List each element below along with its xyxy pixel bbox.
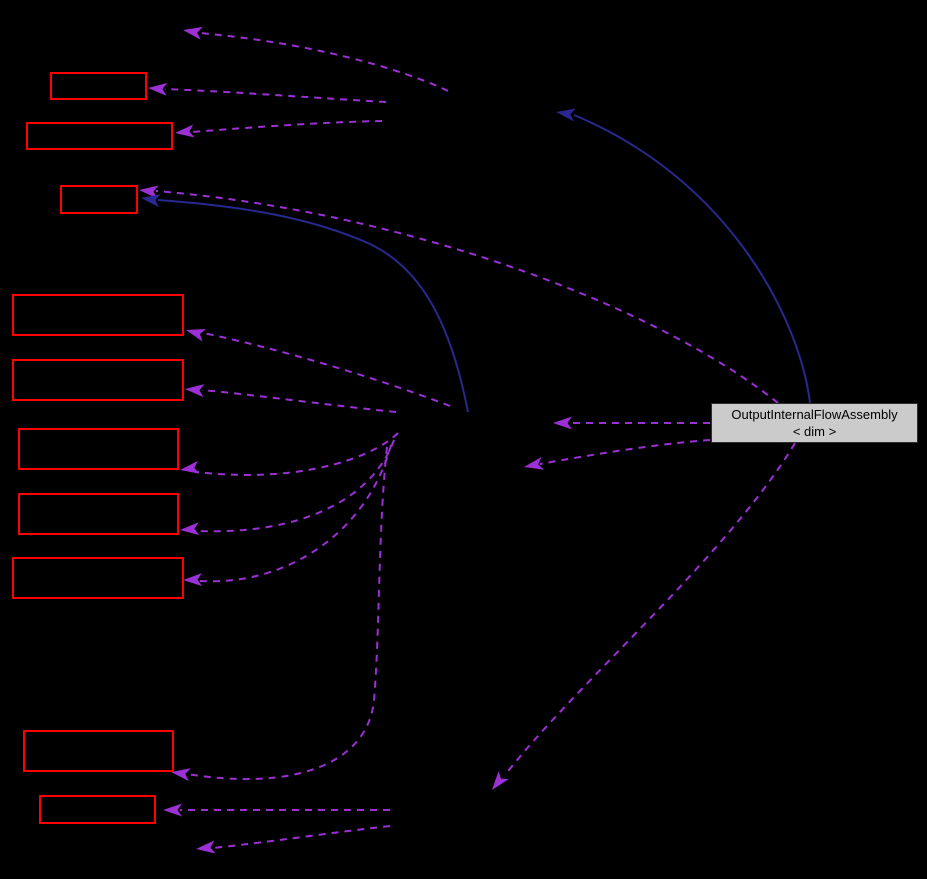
class-node-4[interactable] xyxy=(12,294,184,336)
usage-edge-node1 xyxy=(164,88,387,103)
usage-edge-top-offscreen xyxy=(199,32,449,92)
usage-arrowhead-midhub-1 xyxy=(553,416,572,430)
usage-edge-midhub-2 xyxy=(539,439,711,465)
usage-edge-node6 xyxy=(196,432,399,476)
inheritance-arrowhead-tophub xyxy=(554,105,576,122)
usage-edge-node4 xyxy=(202,332,451,407)
usage-edge-node5 xyxy=(201,389,397,413)
usage-arrowhead-node8 xyxy=(182,573,203,587)
class-node-9[interactable] xyxy=(23,730,174,772)
class-node-1[interactable] xyxy=(50,72,147,100)
usage-arrowhead-node1 xyxy=(147,81,168,96)
main-node-label: OutputInternalFlowAssembly xyxy=(731,407,898,422)
usage-edge-bottom-offscreen xyxy=(212,825,391,849)
class-node-3[interactable] xyxy=(60,185,138,214)
usage-arrowhead-node7 xyxy=(179,522,200,537)
usage-arrowhead-node10 xyxy=(163,803,182,817)
inheritance-edge-node3 xyxy=(157,199,469,413)
usage-edge-bottomhub xyxy=(504,442,796,776)
class-node-7[interactable] xyxy=(18,493,179,535)
usage-arrowhead-bottomhub xyxy=(486,771,509,795)
class-node-6[interactable] xyxy=(18,428,179,470)
truncated-class-nodes xyxy=(12,72,184,824)
usage-arrowhead-node2 xyxy=(174,124,195,140)
usage-arrowhead-bottom-offscreen xyxy=(195,840,216,856)
usage-arrowhead-node4 xyxy=(184,323,207,342)
usage-edge-node2 xyxy=(191,120,383,133)
class-node-8[interactable] xyxy=(12,557,184,599)
inheritance-edges xyxy=(140,105,811,413)
class-node-10[interactable] xyxy=(39,795,156,824)
usage-edge-node9 xyxy=(186,446,388,781)
usage-arrowhead-node6 xyxy=(179,460,200,477)
class-node-outputinternalflowassembly[interactable]: OutputInternalFlowAssembly < dim > xyxy=(711,403,918,443)
inheritance-edge-tophub xyxy=(573,114,811,404)
class-node-5[interactable] xyxy=(12,359,184,401)
usage-edge-node3 xyxy=(155,190,779,404)
usage-edge-node8 xyxy=(199,444,392,583)
usage-arrowhead-midhub-2 xyxy=(522,456,544,474)
main-node-sublabel: < dim > xyxy=(792,424,837,439)
class-node-2[interactable] xyxy=(26,122,173,150)
usage-arrowhead-top-offscreen xyxy=(181,23,203,40)
usage-arrowhead-node5 xyxy=(184,382,205,398)
usage-edges xyxy=(138,23,796,856)
